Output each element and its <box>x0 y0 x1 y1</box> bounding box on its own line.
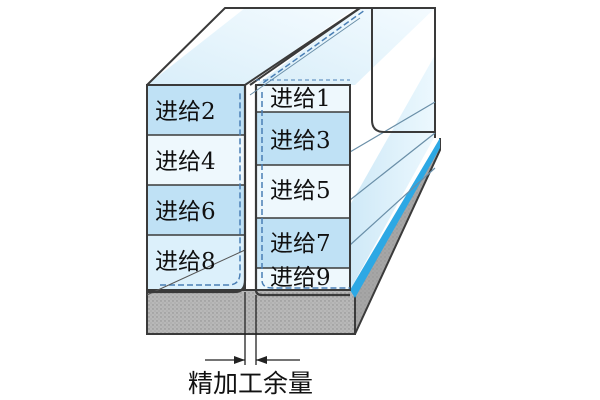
right-step-label: 进给7 <box>270 231 331 257</box>
left-step-label: 进给6 <box>155 199 216 225</box>
right-side-face <box>349 55 440 298</box>
left-step-label: 进给4 <box>155 149 216 175</box>
workpiece-base <box>146 138 441 335</box>
slot-profile <box>147 7 435 297</box>
allowance-caption: 精加工余量 <box>188 369 313 398</box>
right-step-label: 进给3 <box>270 128 331 154</box>
allowance-dimension <box>205 292 300 365</box>
left-step-label: 进给2 <box>155 99 216 125</box>
right-column <box>255 84 351 291</box>
right-step-label: 进给1 <box>270 86 331 112</box>
top-face <box>146 7 436 89</box>
left-step-label: 进给8 <box>155 249 216 275</box>
right-step-label: 进给9 <box>270 265 331 291</box>
right-step-label: 进给5 <box>270 178 331 204</box>
